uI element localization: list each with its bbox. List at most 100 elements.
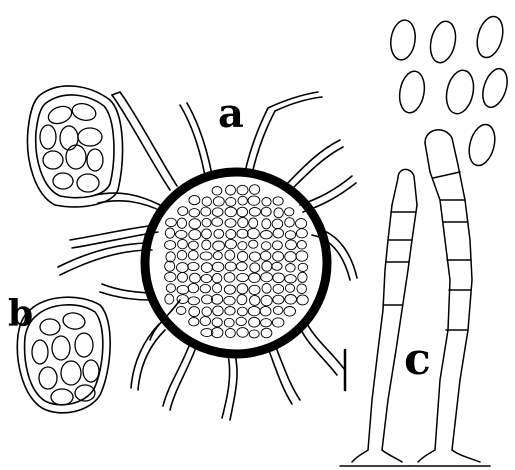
ascoma-cell: [238, 217, 248, 227]
ascoma-cell: [262, 261, 272, 271]
ascoma-cell: [285, 284, 294, 292]
ascoma-cell: [273, 241, 283, 250]
ascoma-cell: [284, 307, 296, 317]
ascoma-cell: [201, 207, 211, 216]
ascoma-cell: [238, 196, 247, 205]
ascoma-cell: [165, 261, 175, 271]
ascoma-cell: [297, 284, 307, 294]
ascoma-cell: [237, 207, 248, 217]
ascoma-cell: [224, 273, 235, 283]
ascoma-cell: [177, 251, 187, 260]
ascoma-cell: [189, 318, 199, 326]
ascoma-cell: [249, 240, 258, 248]
ascoma-cell: [249, 273, 260, 283]
ascoma-cell: [224, 296, 235, 305]
ascoma-cell: [296, 219, 307, 229]
ascoma-cell: [285, 295, 297, 305]
ascoma-appendages: [58, 92, 357, 420]
ascoma-cell: [272, 318, 284, 327]
ascoma-cell: [212, 318, 222, 327]
ascoma-cell: [189, 196, 200, 205]
ascoma-cell: [261, 295, 272, 305]
panel-label-a: a: [218, 94, 244, 134]
ascoma-cell: [298, 263, 308, 271]
ascoma-cell: [189, 241, 199, 250]
ascoma-cell: [272, 219, 283, 229]
ascoma-cell: [166, 252, 175, 262]
conidiophore-right: [410, 130, 490, 466]
ascoma-cell: [226, 185, 236, 195]
ascoma-cell: [212, 262, 224, 271]
ascoma-cell: [177, 263, 189, 273]
ascoma-cell: [178, 207, 188, 216]
ascoma-cell: [200, 317, 210, 326]
ascoma-cell: [226, 229, 236, 238]
ascoma-cell: [273, 306, 283, 314]
ascoma-cell: [285, 231, 295, 239]
ascoma-cell: [236, 317, 246, 325]
ascoma-cell: [297, 295, 308, 305]
ascoma-cell: [225, 219, 236, 228]
ascoma-cell: [261, 273, 273, 282]
ascoma-cell: [285, 208, 294, 216]
ascoma-cell: [250, 185, 260, 195]
ascoma-cell: [273, 197, 283, 205]
ascoma-cell: [213, 197, 224, 206]
ascoma-cell: [200, 284, 210, 293]
ascoma-cell: [177, 285, 189, 294]
ascoma-cell: [298, 272, 307, 282]
ascoma-cell: [273, 229, 283, 238]
ascoma-cell: [261, 242, 271, 250]
ascoma-cell: [178, 272, 188, 282]
ascoma-cell: [250, 295, 260, 305]
ascoma-cell: [286, 240, 297, 250]
ascoma-cell: [165, 228, 174, 238]
ascoma-cell: [224, 285, 235, 294]
ascoma-cell: [188, 250, 198, 260]
ascoma-cell: [202, 307, 212, 316]
ascoma-cell: [189, 307, 200, 317]
ascoma-cell: [273, 295, 284, 304]
ascoma-cell: [237, 328, 248, 338]
ascoma-cells: [165, 185, 309, 338]
ascoma-cell: [188, 283, 198, 292]
ascoma-cell: [250, 263, 260, 273]
ascoma-cell: [249, 208, 260, 217]
ascoma-cell: [297, 241, 306, 250]
ascoma-cell: [213, 283, 222, 293]
ascoma-cell: [260, 231, 272, 239]
ascoma-cell: [237, 273, 249, 281]
conidiophore-left: [340, 169, 417, 466]
ascoma-cell: [165, 241, 176, 250]
ascoma-cell: [212, 274, 222, 283]
ascoma-cell: [202, 240, 211, 250]
ascoma-cell: [262, 283, 271, 293]
ascoma-cell: [178, 239, 188, 248]
ascoma-cell: [237, 284, 248, 294]
ascoma-cell: [226, 329, 236, 338]
panel-label-c: c: [404, 338, 431, 382]
ascoma-cell: [225, 207, 237, 217]
ascoma-cell: [189, 219, 201, 229]
ascoma-cell: [225, 250, 235, 260]
ascoma-cell: [237, 185, 248, 195]
ascoma-cell: [236, 262, 247, 271]
ascoma-cell: [190, 273, 201, 283]
ascoma-cell: [165, 272, 176, 281]
ascoma-cell: [248, 306, 260, 315]
ascoma-cell: [201, 274, 212, 282]
ascoma-cell: [296, 229, 307, 238]
ascoma-cell: [212, 208, 223, 217]
ascoma-cell: [225, 239, 236, 248]
ascoma-cell: [165, 294, 174, 304]
ascoma-cell: [213, 252, 222, 260]
ascoma-cell: [202, 218, 211, 227]
ascoma-cell: [249, 317, 260, 327]
ascoma-cell: [238, 242, 247, 250]
ascoma-cell: [166, 284, 175, 293]
ascoma-cell: [212, 187, 222, 196]
ascoma-cell: [202, 295, 213, 304]
ascoma-cell: [261, 251, 271, 260]
ascoma-cell: [200, 252, 212, 260]
